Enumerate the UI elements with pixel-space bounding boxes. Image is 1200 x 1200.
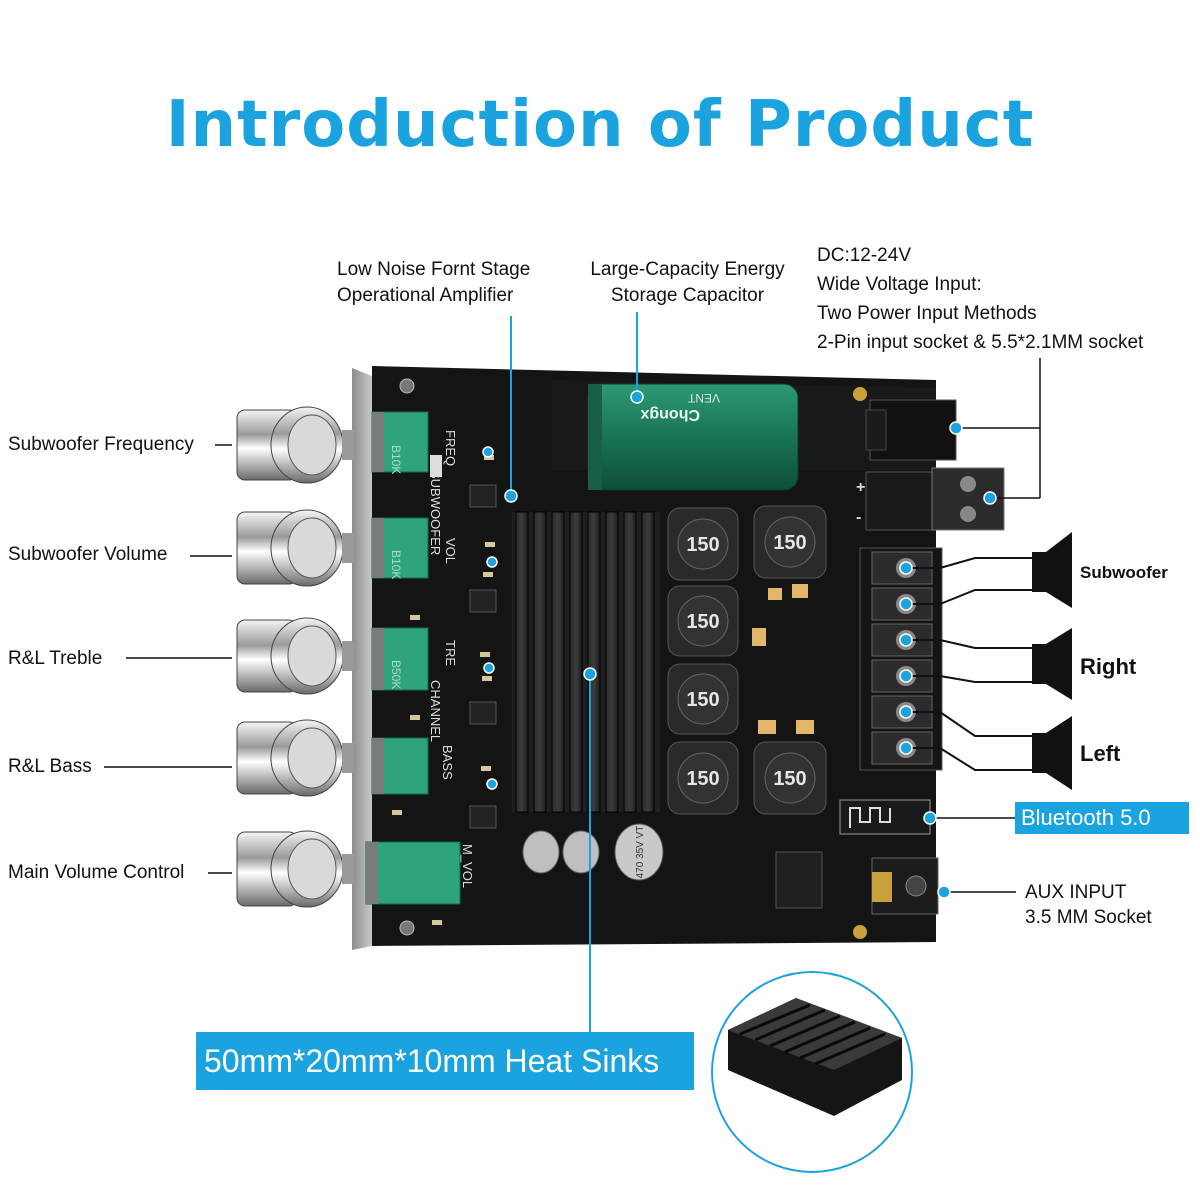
label-amp-line2: Operational Amplifier xyxy=(337,285,514,306)
brass-standoff-icon xyxy=(853,925,867,939)
knob-bass[interactable] xyxy=(236,719,429,797)
label-heatsink: 50mm*20mm*10mm Heat Sinks xyxy=(196,1032,694,1090)
power-terminal-2pin: + - xyxy=(856,467,1005,531)
svg-text:150: 150 xyxy=(686,534,719,556)
capacitor-vent-text: VENT xyxy=(687,391,720,405)
label-output-right: Right xyxy=(1080,654,1137,679)
label-cap-line2: Storage Capacitor xyxy=(610,285,765,306)
capacitor-brand: Chongx xyxy=(640,406,700,423)
silk-plus: + xyxy=(856,479,865,496)
label-main-vol: Main Volume Control xyxy=(8,862,185,883)
pot-label: B50K xyxy=(389,660,403,689)
svg-text:150: 150 xyxy=(686,768,719,790)
label-sub-freq: Subwoofer Frequency xyxy=(8,434,194,455)
bluetooth-module xyxy=(839,799,931,835)
speaker-terminal-block xyxy=(859,547,943,771)
label-power-line2: Wide Voltage Input: xyxy=(817,274,982,295)
inductor: 150 xyxy=(667,663,739,735)
knob-subwoofer-volume[interactable] xyxy=(236,509,429,587)
label-power-line3: Two Power Input Methods xyxy=(817,303,1037,324)
front-panel xyxy=(352,368,372,950)
silk-vol: VOL xyxy=(443,538,458,564)
label-treble: R&L Treble xyxy=(8,648,103,669)
label-bass: R&L Bass xyxy=(8,756,92,777)
heatsink-inset xyxy=(711,971,913,1173)
inductor: 150 xyxy=(667,741,739,815)
storage-capacitor: VENT Chongx xyxy=(587,383,799,491)
inductor: 150 xyxy=(667,585,739,657)
pot-label: B10K xyxy=(389,445,403,474)
label-aux-line1: AUX INPUT xyxy=(1025,882,1127,903)
bt-chip xyxy=(775,851,823,909)
inductor: 150 xyxy=(667,507,739,581)
svg-text:150: 150 xyxy=(686,689,719,711)
svg-text:150: 150 xyxy=(773,532,806,554)
knob-treble[interactable] xyxy=(236,617,429,695)
svg-text:150: 150 xyxy=(686,611,719,633)
speaker-icon xyxy=(1032,716,1072,790)
screw-icon xyxy=(399,920,415,936)
knob-main-volume[interactable] xyxy=(236,830,461,908)
pot-label: B10K xyxy=(389,550,403,579)
silk-channel: CHANNEL xyxy=(428,680,443,742)
label-output-left: Left xyxy=(1080,741,1121,766)
brass-standoff-icon xyxy=(853,387,867,401)
svg-text:150: 150 xyxy=(773,768,806,790)
label-output-subwoofer: Subwoofer xyxy=(1080,563,1168,582)
label-amp-line1: Low Noise Fornt Stage xyxy=(337,259,531,280)
label-cap-line1: Large-Capacity Energy xyxy=(590,259,785,280)
silk-freq: FREQ xyxy=(443,430,458,466)
page-title: Introduction of Product xyxy=(165,88,1035,162)
label-aux-line2: 3.5 MM Socket xyxy=(1025,907,1152,928)
silk-subwoofer: SUBWOOFER xyxy=(428,470,443,555)
screw-icon xyxy=(399,378,415,394)
knob-subwoofer-frequency[interactable] xyxy=(236,406,429,484)
silk-bass: BASS xyxy=(440,745,455,780)
cap-small-label: 470 35V VT xyxy=(635,826,646,879)
silk-minus: - xyxy=(856,509,861,526)
dc-power-jack xyxy=(865,399,957,461)
inductor: 150 xyxy=(753,505,827,579)
silk-m-vol: M_VOL xyxy=(460,844,475,888)
label-power-line4: 2-Pin input socket & 5.5*2.1MM socket xyxy=(817,332,1144,353)
inductor: 150 xyxy=(753,741,827,815)
label-power-line1: DC:12-24V xyxy=(817,245,911,266)
label-sub-vol: Subwoofer Volume xyxy=(8,544,168,565)
speaker-icon xyxy=(1032,532,1072,608)
silk-tre: TRE xyxy=(443,640,458,666)
heatsink xyxy=(512,511,660,813)
speaker-icon xyxy=(1032,628,1072,700)
aux-jack xyxy=(871,857,939,915)
label-bluetooth: Bluetooth 5.0 xyxy=(1015,802,1189,834)
